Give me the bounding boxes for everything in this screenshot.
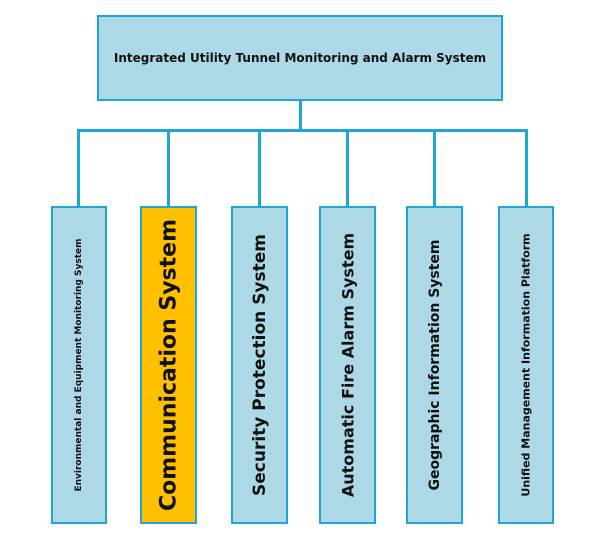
child-node-communication-system: Communication System (140, 206, 197, 524)
child-node-geographic-information: Geographic Information System (406, 206, 463, 524)
branch-connector-4 (346, 129, 349, 207)
root-stem-connector (299, 101, 302, 130)
root-node: Integrated Utility Tunnel Monitoring and… (97, 15, 503, 101)
child-node-label: Geographic Information System (426, 239, 443, 491)
branch-connector-5 (433, 129, 436, 207)
child-node-security-protection: Security Protection System (231, 206, 288, 524)
child-node-label: Communication System (156, 219, 181, 511)
branch-connector-6 (525, 129, 528, 207)
branch-connector-1 (77, 129, 80, 207)
child-node-label: Environmental and Equipment Monitoring S… (74, 238, 84, 492)
child-node-unified-management-platform: Unified Management Information Platform (498, 206, 554, 524)
child-node-label: Automatic Fire Alarm System (338, 232, 357, 498)
child-node-environmental-monitoring: Environmental and Equipment Monitoring S… (51, 206, 107, 524)
root-node-title: Integrated Utility Tunnel Monitoring and… (113, 51, 487, 65)
branch-connector-2 (167, 129, 170, 207)
child-node-label: Security Protection System (249, 233, 270, 497)
child-node-label: Unified Management Information Platform (519, 233, 533, 497)
child-node-automatic-fire-alarm: Automatic Fire Alarm System (319, 206, 376, 524)
branch-connector-3 (258, 129, 261, 207)
horizontal-bus-connector (77, 129, 528, 132)
